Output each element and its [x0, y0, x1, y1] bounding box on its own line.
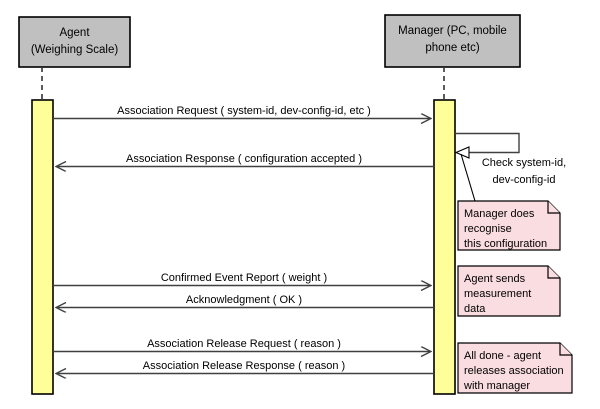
note-3-line-3: with manager [463, 380, 530, 392]
message-acknowledgment[interactable]: Acknowledgment ( OK ) [57, 294, 434, 308]
participant-manager-label-line1: Manager (PC, mobile [398, 25, 507, 37]
self-message-check-ids-path [455, 132, 520, 154]
note-2-fold [547, 266, 560, 279]
note-3-body [457, 342, 573, 394]
note-1-body [457, 200, 561, 251]
note-2-line-2: measurement [464, 288, 531, 300]
note-connector-1 [460, 153, 476, 202]
note-manager-recognises-configuration[interactable]: Manager does recognise this configuratio… [457, 200, 561, 251]
self-message-check-ids-label-line1: Check system-id, [482, 157, 566, 169]
message-confirmed-event-report-label: Confirmed Event Report ( weight ) [161, 272, 327, 284]
message-association-release-response-label: Association Release Response ( reason ) [143, 360, 345, 372]
note-1-fold [547, 201, 560, 214]
message-confirmed-event-report[interactable]: Confirmed Event Report ( weight ) [53, 272, 430, 286]
message-association-release-request-label: Association Release Request ( reason ) [147, 338, 341, 350]
self-message-check-ids[interactable]: Check system-id, dev-config-id [454, 132, 566, 186]
participant-agent[interactable]: Agent (Weighing Scale) [18, 16, 131, 68]
activation-bar-manager [433, 99, 456, 395]
note-all-done-release[interactable]: All done - agent releases association wi… [457, 342, 573, 394]
note-3-line-1: All done - agent [464, 350, 541, 362]
participant-manager[interactable]: Manager (PC, mobile phone etc) [384, 14, 521, 68]
note-2-line-3: data [464, 303, 486, 315]
note-agent-sends-measurement-data[interactable]: Agent sends measurement data [457, 265, 561, 317]
message-association-response-label: Association Response ( configuration acc… [126, 153, 362, 165]
note-3-line-2: releases association [464, 365, 564, 377]
note-3-fold [559, 343, 572, 356]
self-message-check-ids-label-line2: dev-config-id [493, 174, 556, 186]
participant-agent-label-line1: Agent [59, 27, 90, 39]
self-message-check-ids-arrowhead [454, 146, 470, 159]
participant-agent-box [18, 16, 131, 68]
note-2-line-1: Agent sends [464, 273, 526, 285]
note-1-line-1: Manager does [464, 208, 535, 220]
message-association-response[interactable]: Association Response ( configuration acc… [57, 153, 434, 167]
activation-bar-agent [31, 99, 54, 395]
note-1-line-3: this configuration [464, 238, 547, 250]
participant-manager-box [384, 14, 521, 68]
message-association-request[interactable]: Association Request ( system-id, dev-con… [53, 105, 430, 119]
participant-manager-label-line2: phone etc) [425, 42, 480, 54]
note-1-line-2: recognise [464, 223, 512, 235]
message-acknowledgment-label: Acknowledgment ( OK ) [186, 294, 302, 306]
note-2-body [457, 265, 561, 317]
participant-agent-label-line2: (Weighing Scale) [31, 44, 119, 56]
message-association-release-request[interactable]: Association Release Request ( reason ) [53, 338, 430, 352]
message-association-release-response[interactable]: Association Release Response ( reason ) [57, 360, 434, 374]
message-association-request-label: Association Request ( system-id, dev-con… [117, 105, 371, 117]
